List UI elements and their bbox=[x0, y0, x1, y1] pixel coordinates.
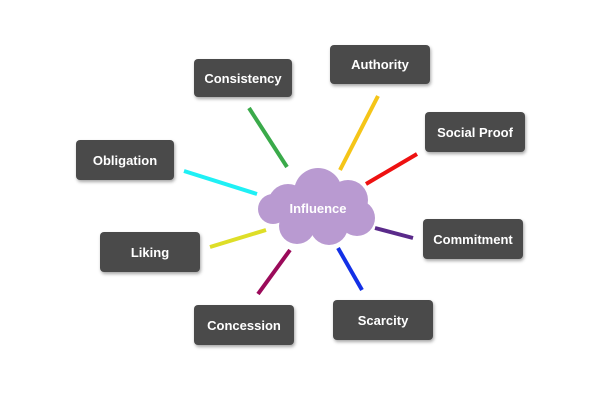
node-concession: Concession bbox=[194, 305, 294, 345]
connector-authority bbox=[338, 95, 380, 171]
connector-liking bbox=[209, 228, 267, 249]
connector-social-proof bbox=[364, 152, 419, 186]
node-commitment: Commitment bbox=[423, 219, 523, 259]
connector-commitment bbox=[374, 226, 414, 240]
node-authority: Authority bbox=[330, 45, 430, 84]
connector-consistency bbox=[247, 106, 289, 169]
node-social-proof: Social Proof bbox=[425, 112, 525, 152]
node-consistency: Consistency bbox=[194, 59, 292, 97]
node-liking: Liking bbox=[100, 232, 200, 272]
node-scarcity: Scarcity bbox=[333, 300, 433, 340]
connector-obligation bbox=[183, 169, 258, 196]
connector-scarcity bbox=[336, 247, 364, 291]
influence-cloud bbox=[258, 168, 375, 245]
node-obligation: Obligation bbox=[76, 140, 174, 180]
hub-label: Influence bbox=[289, 200, 347, 216]
connector-concession bbox=[256, 248, 292, 296]
